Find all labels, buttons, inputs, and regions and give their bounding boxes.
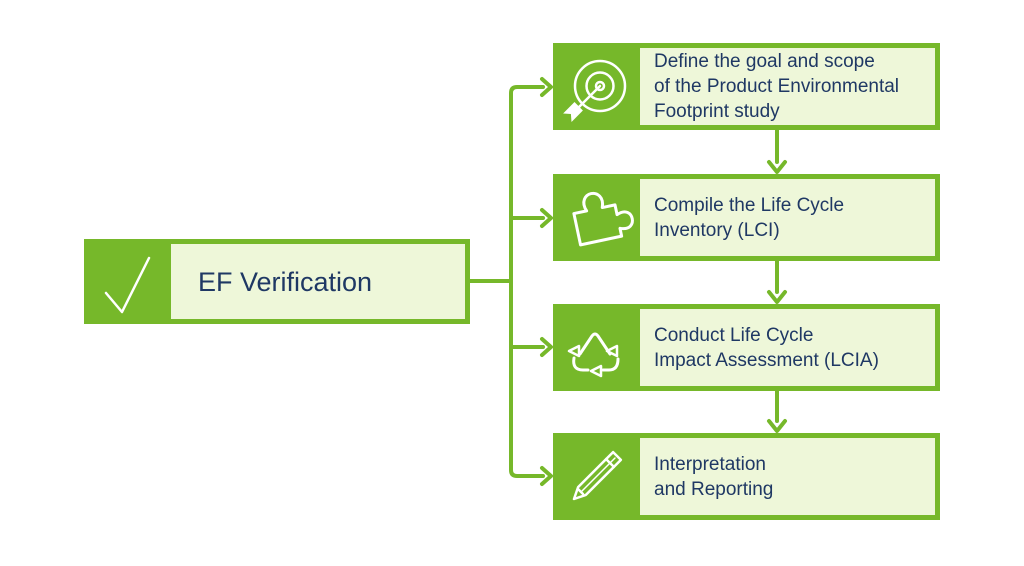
ef-verification-box: EF Verification xyxy=(84,239,470,324)
puzzle-piece-icon xyxy=(553,174,640,261)
checkmark-icon xyxy=(84,239,171,324)
step-box-lci: Compile the Life Cycle Inventory (LCI) xyxy=(553,174,940,261)
arrowhead-down-3 xyxy=(767,419,787,433)
arrowhead-down-1 xyxy=(767,160,787,174)
step-panel: Conduct Life Cycle Impact Assessment (LC… xyxy=(640,309,935,386)
recycle-icon xyxy=(553,304,640,391)
step-box-lcia: Conduct Life Cycle Impact Assessment (LC… xyxy=(553,304,940,391)
ef-verification-panel: EF Verification xyxy=(171,244,465,319)
connector-spine xyxy=(509,85,545,478)
arrowhead-right-4 xyxy=(540,466,553,486)
arrowhead-right-3 xyxy=(540,337,553,357)
step-panel: Compile the Life Cycle Inventory (LCI) xyxy=(640,179,935,256)
pencil-icon xyxy=(553,433,640,520)
step-panel: Define the goal and scope of the Product… xyxy=(640,48,935,125)
ef-verification-label: EF Verification xyxy=(198,266,373,297)
step-text-line: Interpretation xyxy=(654,453,766,475)
arrowhead-down-2 xyxy=(767,290,787,304)
step-text-line: Conduct Life Cycle xyxy=(654,324,814,346)
arrowhead-right-1 xyxy=(540,77,553,97)
step-text-line: Compile the Life Cycle xyxy=(654,194,845,216)
step-box-goal-scope: Define the goal and scope of the Product… xyxy=(553,43,940,130)
arrowhead-right-2 xyxy=(540,208,553,228)
step-text-line: and Reporting xyxy=(654,478,774,500)
target-icon xyxy=(553,43,640,130)
step-panel: Interpretation and Reporting xyxy=(640,438,935,515)
step-text-line: of the Product Environmental xyxy=(654,76,900,97)
step-text-line: Inventory (LCI) xyxy=(654,219,780,241)
step-box-interpretation: Interpretation and Reporting xyxy=(553,433,940,520)
step-text-line: Define the goal and scope xyxy=(654,51,875,72)
step-text-line: Footprint study xyxy=(654,101,780,122)
step-text-line: Impact Assessment (LCIA) xyxy=(654,349,879,371)
